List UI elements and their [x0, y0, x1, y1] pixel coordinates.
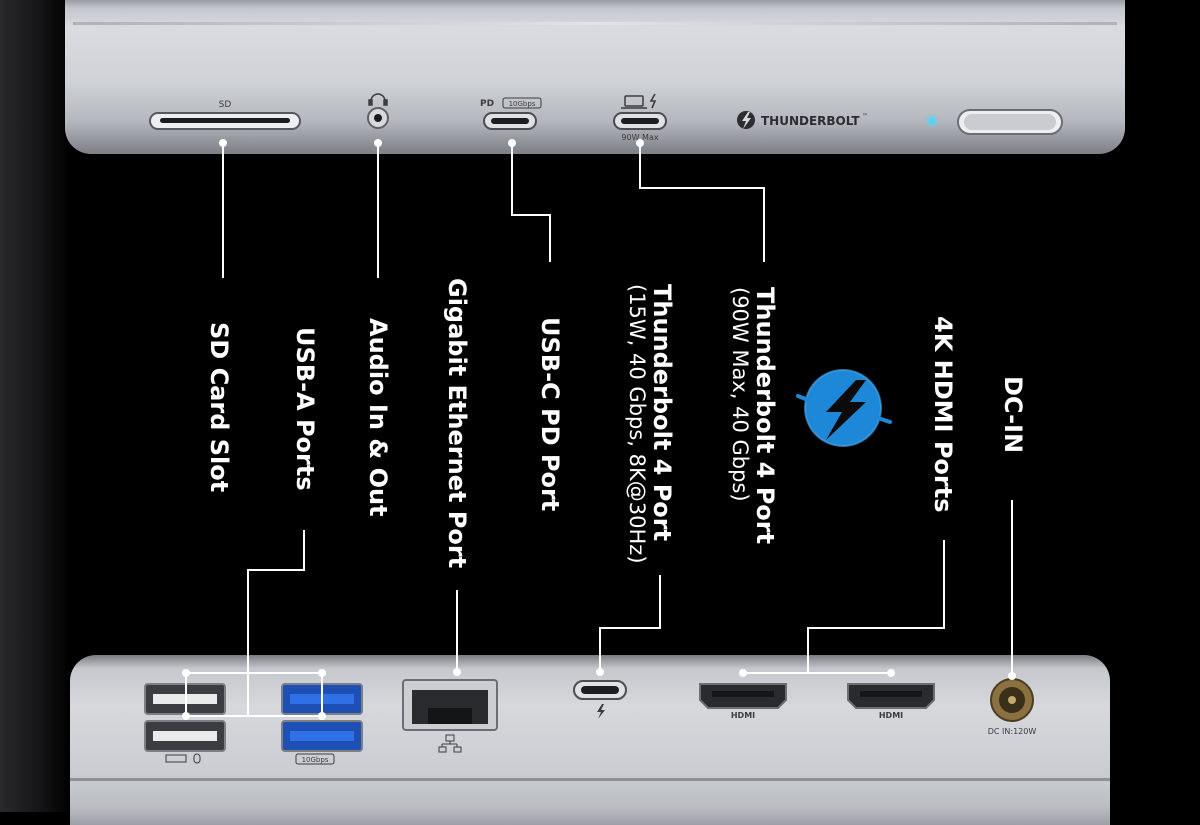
audio-jack: [367, 107, 389, 129]
label-tb4-bottom-title: Thunderbolt 4 Port: [648, 284, 676, 542]
hdmi-2-label: HDMI: [879, 711, 903, 720]
label-ethernet-port: Gigabit Ethernet Port: [443, 278, 471, 569]
label-tb4-top-specs: (90W Max, 40 Gbps): [728, 287, 752, 502]
label-usb-c-pd-port: USB-C PD Port: [536, 317, 564, 512]
pd-speed-badge: 10Gbps: [509, 100, 536, 108]
hdmi-port-1: HDMI: [699, 683, 787, 720]
laptop-bolt-icon: [621, 93, 657, 109]
thunderbolt-port-top: 90W Max: [613, 112, 667, 142]
callout-lines: [185, 143, 1013, 717]
ethernet-network-icon: [438, 734, 462, 753]
thunderbolt-wordmark: THUNDERBOLT: [761, 114, 860, 128]
usb-a-port-4: [281, 720, 363, 752]
label-dc-in: DC-IN: [999, 376, 1027, 454]
headset-icon: [368, 93, 388, 106]
label-tb4-top: Thunderbolt 4 Port (90W Max, 40 Gbps): [728, 287, 779, 577]
pd-port-label: PD: [480, 99, 494, 109]
thunderbolt-brand-logo: THUNDERBOLT ™: [737, 111, 868, 129]
sd-card-slot: SD: [149, 100, 301, 130]
background-shadow: [0, 0, 70, 812]
callout-dots: [182, 139, 1016, 720]
label-tb4-bottom: Thunderbolt 4 Port (15W, 40 Gbps, 8K@30H…: [625, 284, 676, 584]
tb-port-rating: 90W Max: [621, 133, 658, 142]
label-sd-card-slot: SD Card Slot: [205, 322, 233, 493]
hdmi-1-label: HDMI: [731, 711, 755, 720]
usb-speed-badge: 10Gbps: [302, 756, 329, 764]
label-audio-in-out: Audio In & Out: [364, 318, 392, 517]
label-usb-a-ports: USB-A Ports: [291, 327, 319, 491]
dc-in-rating: DC IN:120W: [988, 727, 1037, 736]
thunderbolt-port-bottom: [573, 680, 627, 700]
dc-in-port: DC IN:120W: [988, 678, 1037, 736]
label-tb4-top-title: Thunderbolt 4 Port: [751, 287, 779, 545]
keyboard-mouse-icon: [165, 753, 201, 764]
usb-speed-badge-frame: [295, 753, 335, 765]
status-led: [928, 117, 936, 125]
label-tb4-bottom-specs: (15W, 40 Gbps, 8K@30Hz): [625, 284, 649, 564]
thunderbolt-trademark: ™: [862, 113, 868, 120]
power-button: [957, 109, 1063, 135]
ethernet-port: [402, 679, 498, 731]
sd-slot-label: SD: [219, 100, 232, 110]
status-led-glow: [925, 114, 939, 128]
hdmi-port-2: HDMI: [847, 683, 935, 720]
usb-a-port-3: [144, 720, 226, 752]
label-hdmi-ports: 4K HDMI Ports: [929, 316, 957, 513]
pd-speed-badge-frame: [502, 97, 542, 109]
dock-top-rim: [73, 22, 1117, 25]
thunderbolt-port-bolt-icon: [597, 704, 605, 719]
usb-c-pd-port: PD 10Gbps: [480, 97, 542, 130]
thunderbolt-logo-icon: [796, 369, 892, 447]
